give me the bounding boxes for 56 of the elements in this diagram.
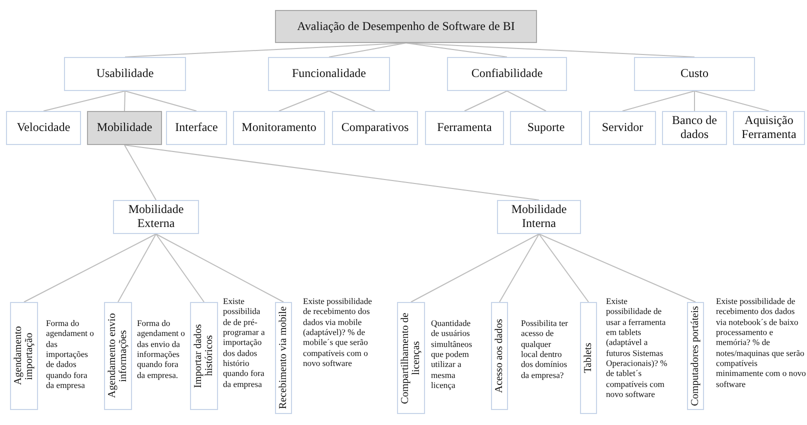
connector-line [278,90,330,112]
connector-line [156,234,205,302]
category-box: Comparativos [332,111,418,145]
connector-line [328,90,376,112]
category-box: Servidor [589,111,656,145]
description-text: Existe possibilidade de usar a ferramenta em tablets (adaptável a futuros Sistemas Operacionais)? % de tablet´s compatíveis com novo software [606,296,668,400]
vertical-text-box: Importar dados históricos [190,302,218,410]
description-text: Forma do agendament o das envio da informações quando fora da empresa. [137,318,186,380]
description-text: Possibilita ter acesso de qualquer local dentro dos domínios da empresa? [521,318,569,380]
connector-line [538,234,696,302]
vertical-text-box: Recebimento via mobile [275,302,292,414]
connector-line [43,90,126,112]
vertical-text-box: Agendamento envio informações [104,302,132,410]
category-box: Mobilidade Interna [497,200,581,234]
description-text: Quantidade de usuários simultâneos que podem utilizar a mesma licença [431,318,474,390]
category-box: Funcionalidade [268,57,390,91]
vertical-text-box: Compartilhamento de licenças [397,302,426,414]
category-box: Interface [166,111,227,145]
category-box: Banco de dados [662,111,727,145]
category-box: Custo [634,57,755,91]
vertical-text-box: Tablets [580,302,598,414]
connector-line [156,234,284,302]
category-box: Confiabilidade [447,57,567,91]
connector-line [328,42,406,58]
vertical-text-box: Agendamento importação [10,302,38,410]
category-box: Usabilidade [64,57,186,91]
description-text: Forma do agendament o das importações de dados quando fora da empresa [46,318,95,390]
connector-line [124,90,126,112]
category-box: Mobilidade Externa [113,200,199,234]
description-text: Existe possibilidade de recebimento dos dados via mobile (adaptável)? % de mobile´s que serão compatíveis com o novo software [303,296,373,368]
connector-line [118,234,156,302]
connector-line [124,144,156,200]
connector-line [124,144,540,200]
category-box: Monitoramento [233,111,325,145]
description-text: Existe possibilidade de recebimento dos dados via notebook´s de baixo processamento e memória? % de notes/maquinas que serão compatíveis minimamente com o novo software [716,296,806,389]
connector-line [694,90,695,112]
connector-line [506,90,546,112]
connector-line [538,234,589,302]
connector-line [124,90,197,112]
category-box: Velocidade [6,111,81,145]
vertical-text-box: Acesso aos dados [491,302,508,410]
connector-line [406,42,695,58]
connector-line [499,234,540,302]
connector-line [406,42,508,58]
connector-line [24,234,156,302]
connector-line [694,90,770,112]
connector-line [464,90,508,112]
category-box: Mobilidade [87,111,162,145]
category-box: Suporte [510,111,582,145]
category-box: Ferramenta [425,111,504,145]
connector-line [622,90,695,112]
category-box: Avaliação de Desempenho de Software de BI [275,10,537,43]
vertical-text-box: Computadores portáteis [687,302,704,410]
connector-line [410,234,540,302]
category-box: Aquisição Ferramenta [733,111,805,145]
description-text: Existe possibilida de de pré-programar a importação dos dados histório quando fora da empresa [223,296,266,389]
